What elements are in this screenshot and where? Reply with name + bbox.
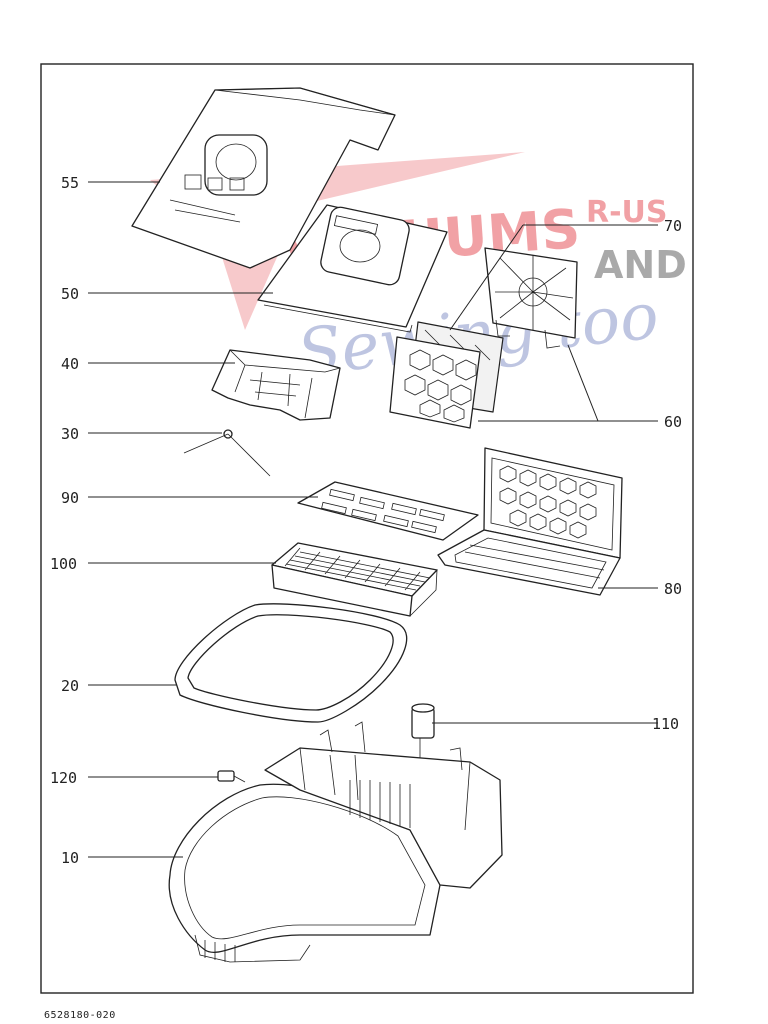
part-100-exhaust-filter [271, 542, 438, 617]
part-55-dust-bag [131, 87, 396, 269]
callout-110: 110 [652, 715, 679, 733]
callout-30: 30 [61, 425, 79, 443]
part-30-pin [183, 429, 271, 477]
part-110-valve [411, 703, 435, 765]
part-10-housing [168, 721, 503, 963]
callout-50: 50 [61, 285, 79, 303]
callout-70: 70 [664, 217, 682, 235]
document-number: 6528180-020 [44, 1010, 116, 1021]
part-60-filter-set [389, 321, 504, 429]
leader-lines [88, 181, 658, 858]
callout-55: 55 [61, 174, 79, 192]
diagram-border [40, 63, 694, 994]
watermark-r-us: R-US [586, 195, 668, 230]
callout-20: 20 [61, 677, 79, 695]
part-90-foam-mat [297, 481, 479, 541]
part-80-hepa-filter-box [437, 447, 623, 596]
part-50-bag-collar [257, 204, 448, 333]
part-70-motor-filter-frame [484, 247, 578, 349]
part-120-pin [217, 770, 246, 783]
callout-labels: 55 50 40 30 90 100 20 120 10 70 60 80 11… [50, 174, 682, 867]
callout-90: 90 [61, 489, 79, 507]
callout-40: 40 [61, 355, 79, 373]
callout-120: 120 [50, 769, 77, 787]
callout-100: 100 [50, 555, 77, 573]
callout-80: 80 [664, 580, 682, 598]
callout-60: 60 [664, 413, 682, 431]
callout-10: 10 [61, 849, 79, 867]
part-40-bag-holder [211, 349, 341, 421]
watermark-and: AND [594, 243, 687, 287]
part-20-seal [174, 603, 408, 723]
